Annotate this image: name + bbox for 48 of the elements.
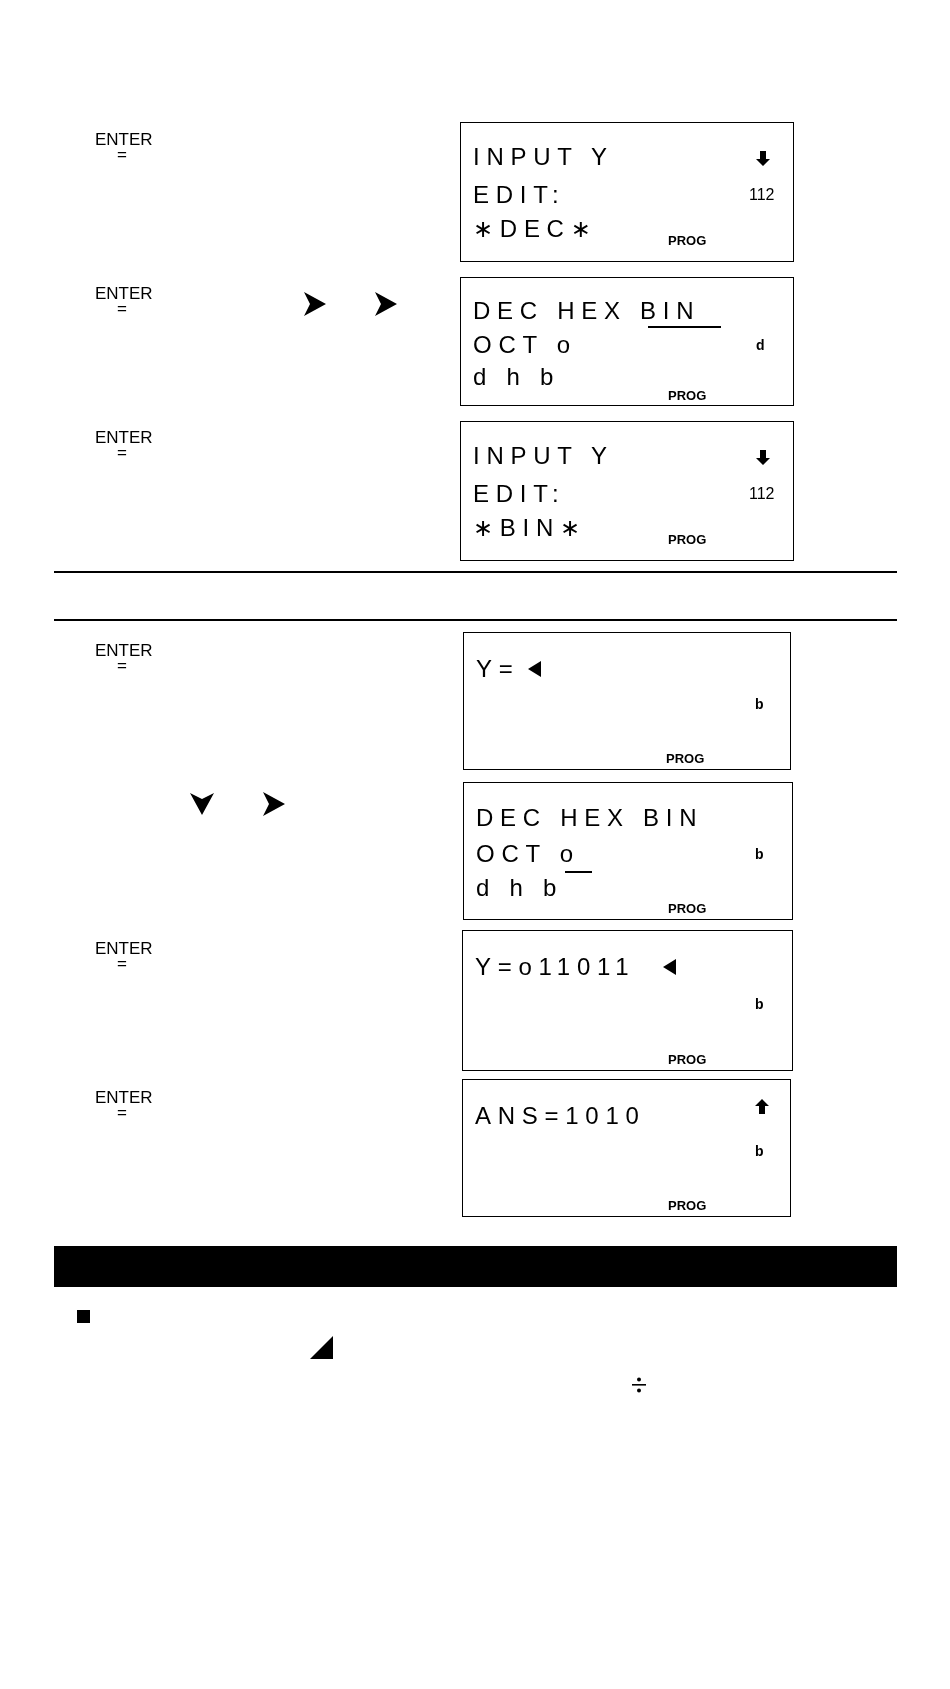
key-label: ENTER: [95, 1089, 153, 1107]
equals-key-label: =: [117, 444, 127, 462]
display-text: INPUT Y: [473, 143, 614, 171]
lcd-screen: [460, 421, 794, 561]
mode-indicator: PROG: [668, 531, 707, 547]
lcd-screen: [462, 1079, 791, 1217]
display-text: ANS=1010: [475, 1102, 646, 1130]
status-indicator: 112: [749, 186, 775, 204]
lcd-screen: [463, 632, 791, 770]
mode-indicator: PROG: [668, 387, 707, 403]
key-label: ENTER: [95, 642, 153, 660]
key-label: ENTER: [95, 429, 153, 447]
equals-key-label: =: [117, 300, 127, 318]
display-text: d h b: [473, 363, 560, 391]
display-text: ∗BIN∗: [473, 514, 587, 542]
status-indicator: b: [755, 995, 764, 1013]
display-text: d h b: [476, 874, 563, 902]
display-text: OCT o: [473, 331, 577, 359]
equals-key-label: =: [117, 657, 127, 675]
display-text: ∗DEC∗: [473, 215, 598, 243]
equals-key-label: =: [117, 1104, 127, 1122]
display-text: OCT o: [476, 840, 580, 868]
display-text: INPUT Y: [473, 442, 614, 470]
display-text: DEC HEX BIN: [473, 297, 701, 325]
lcd-screen: [460, 122, 794, 262]
key-label: ENTER: [95, 131, 153, 149]
display-text: EDIT:: [473, 480, 566, 508]
equals-key-label: =: [117, 146, 127, 164]
display-text: Y=o11011: [475, 953, 636, 981]
equals-key-label: =: [117, 955, 127, 973]
status-indicator: d: [756, 336, 765, 354]
display-text: DEC HEX BIN: [476, 804, 704, 832]
display-text: EDIT:: [473, 181, 566, 209]
mode-indicator: PROG: [668, 1051, 707, 1067]
status-indicator: b: [755, 845, 764, 863]
status-indicator: b: [755, 1142, 764, 1160]
lcd-screen: [462, 930, 793, 1071]
mode-indicator: PROG: [668, 1197, 707, 1213]
status-indicator: b: [755, 695, 764, 713]
key-label: ENTER: [95, 940, 153, 958]
key-label: ENTER: [95, 285, 153, 303]
status-indicator: 112: [749, 485, 775, 503]
mode-indicator: PROG: [666, 750, 705, 766]
mode-indicator: PROG: [668, 900, 707, 916]
lcd-screen: [463, 782, 793, 920]
lcd-screen: [460, 277, 794, 406]
display-text: Y=: [476, 655, 520, 683]
mode-indicator: PROG: [668, 232, 707, 248]
